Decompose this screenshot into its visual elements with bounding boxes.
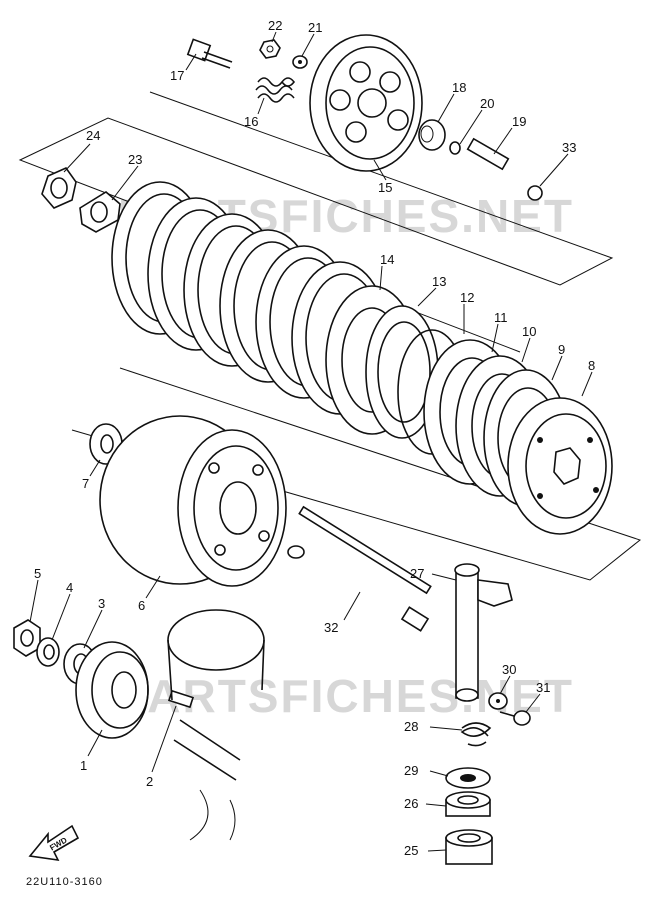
label-part-11: 11 (494, 310, 508, 325)
part-17-bolt (186, 38, 233, 69)
part-15-pressure-plate (309, 34, 423, 172)
part-33-ball (527, 185, 543, 201)
part-19-push-rod (466, 137, 510, 171)
part-8-clutch-boss (507, 397, 613, 535)
label-part-31: 31 (536, 680, 550, 695)
leader-lines (29, 31, 593, 852)
label-part-17: 17 (170, 68, 184, 83)
part-labels: 17 22 21 16 15 18 20 19 33 24 23 14 13 1… (34, 18, 595, 858)
part-21-washer (292, 55, 308, 69)
label-part-5: 5 (34, 566, 41, 581)
part-5-nut (13, 619, 41, 657)
label-part-15: 15 (378, 180, 392, 195)
part-29-washer (445, 767, 491, 789)
part-25-bearing (445, 829, 493, 865)
label-part-23: 23 (128, 152, 142, 167)
front-direction-arrow: FWD (28, 824, 80, 862)
part-6-clutch-housing (99, 415, 287, 587)
label-part-30: 30 (502, 662, 516, 677)
part-27-push-lever-axle (454, 563, 513, 702)
label-part-8: 8 (588, 358, 595, 373)
label-part-2: 2 (146, 774, 153, 789)
part-28-spring (460, 722, 492, 747)
part-18-push-plate (418, 119, 446, 151)
label-part-7: 7 (82, 476, 89, 491)
label-part-16: 16 (244, 114, 258, 129)
part-2-key (167, 689, 195, 709)
part-26-oil-seal (445, 791, 491, 817)
group-box-bottom (71, 367, 642, 581)
crankshaft-outline (167, 609, 265, 841)
group-box-top (18, 91, 614, 353)
part-20-o-ring (449, 141, 461, 155)
label-part-1: 1 (80, 758, 87, 773)
label-part-21: 21 (308, 20, 322, 35)
label-part-26: 26 (404, 796, 418, 811)
label-part-3: 3 (98, 596, 105, 611)
label-part-27: 27 (410, 566, 424, 581)
part-4-lock-washer (36, 637, 60, 667)
part-13-friction-plate (365, 305, 439, 439)
label-part-25: 25 (404, 843, 418, 858)
label-part-14: 14 (380, 252, 394, 267)
part-24-nut (41, 167, 77, 209)
part-32-push-rod (287, 505, 432, 632)
label-part-33: 33 (562, 140, 576, 155)
label-part-9: 9 (558, 342, 565, 357)
label-part-12: 12 (460, 290, 474, 305)
part-22-nut (259, 39, 281, 59)
label-part-22: 22 (268, 18, 282, 33)
label-part-29: 29 (404, 763, 418, 778)
label-part-24: 24 (86, 128, 100, 143)
part-1-primary-drive-gear (75, 641, 149, 739)
label-part-4: 4 (66, 580, 73, 595)
label-part-13: 13 (432, 274, 446, 289)
label-part-6: 6 (138, 598, 145, 613)
label-part-32: 32 (324, 620, 338, 635)
part-31-screw (499, 710, 531, 726)
label-part-19: 19 (512, 114, 526, 129)
label-part-10: 10 (522, 324, 536, 339)
part-30-washer (488, 692, 508, 710)
label-part-18: 18 (452, 80, 466, 95)
diagram-code: 22U110-3160 (26, 876, 103, 888)
clutch-plate-stack (111, 181, 389, 415)
part-16-spring (255, 77, 296, 103)
label-part-20: 20 (480, 96, 494, 111)
label-part-28: 28 (404, 719, 418, 734)
